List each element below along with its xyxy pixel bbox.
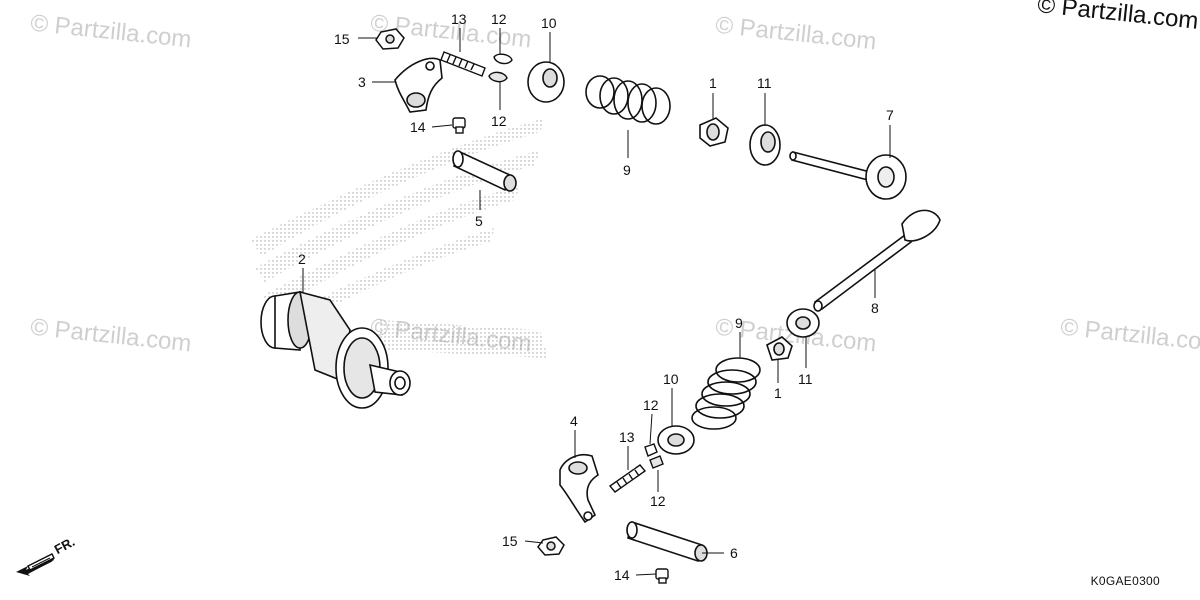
callout-label: 6 [730, 545, 738, 561]
rocker-shaft-lower-part [626, 520, 708, 563]
spring-seat-upper-part [749, 124, 781, 166]
callout-label: 11 [798, 371, 813, 387]
callout-label: 7 [886, 107, 894, 123]
brand-logo-icon [250, 118, 548, 358]
callout-label: 12 [650, 493, 666, 509]
callout-label: 10 [663, 371, 679, 387]
nut-lower-part [537, 536, 565, 556]
callout-label: 8 [871, 300, 879, 316]
camshaft-part [260, 290, 411, 409]
valve-cotter-upper-part [488, 53, 513, 83]
callout-label: 15 [502, 533, 518, 549]
callout-label: 15 [334, 31, 350, 47]
diagram-code: K0GAE0300 [1090, 574, 1160, 588]
rocker-shaft-upper-part [452, 150, 517, 192]
callout-label: 1 [709, 75, 717, 91]
spring-retainer-upper-part [527, 61, 565, 103]
callout-label: 2 [298, 251, 306, 267]
adjusting-screw-upper-part [440, 51, 486, 77]
callout-label: 1 [774, 385, 782, 401]
callout-label: 10 [541, 15, 557, 31]
bolt-lower-part [655, 568, 669, 584]
valve-cotter-lower-part [644, 443, 664, 469]
valve-spring-upper-part [585, 75, 671, 125]
stem-seal-upper-part [699, 117, 729, 147]
callout-label: 4 [570, 413, 578, 429]
callout-label: 12 [643, 397, 659, 413]
callout-label: 11 [757, 75, 772, 91]
valve-spring-lower-part [691, 357, 761, 430]
rocker-arm-lower-part [559, 454, 599, 524]
front-arrow-icon [16, 553, 55, 576]
callout-label: 9 [623, 162, 631, 178]
bolt-upper-part [452, 117, 466, 134]
callout-label: 14 [614, 567, 630, 583]
intake-valve-part [789, 150, 907, 200]
rocker-arm-upper-part [394, 57, 443, 113]
callout-label: 13 [619, 429, 635, 445]
callout-label: 13 [451, 11, 467, 27]
spring-retainer-lower-part [657, 425, 695, 455]
exhaust-valve-part [813, 209, 941, 312]
callout-label: 5 [475, 213, 483, 229]
nut-upper-part [375, 28, 405, 50]
stem-seal-lower-part [766, 336, 793, 361]
adjusting-screw-lower-part [608, 464, 647, 493]
callout-label: 3 [358, 74, 366, 90]
callout-label: 14 [410, 119, 426, 135]
spring-seat-lower-part [786, 308, 820, 338]
front-direction-marker: FR. [14, 534, 94, 576]
callout-label: 12 [491, 11, 507, 27]
callout-labels: 15 13 12 10 3 12 14 9 1 11 7 5 2 8 9 11 … [298, 11, 894, 583]
callout-label: 12 [491, 113, 507, 129]
leader-lines [302, 28, 891, 576]
callout-label: 9 [735, 315, 743, 331]
